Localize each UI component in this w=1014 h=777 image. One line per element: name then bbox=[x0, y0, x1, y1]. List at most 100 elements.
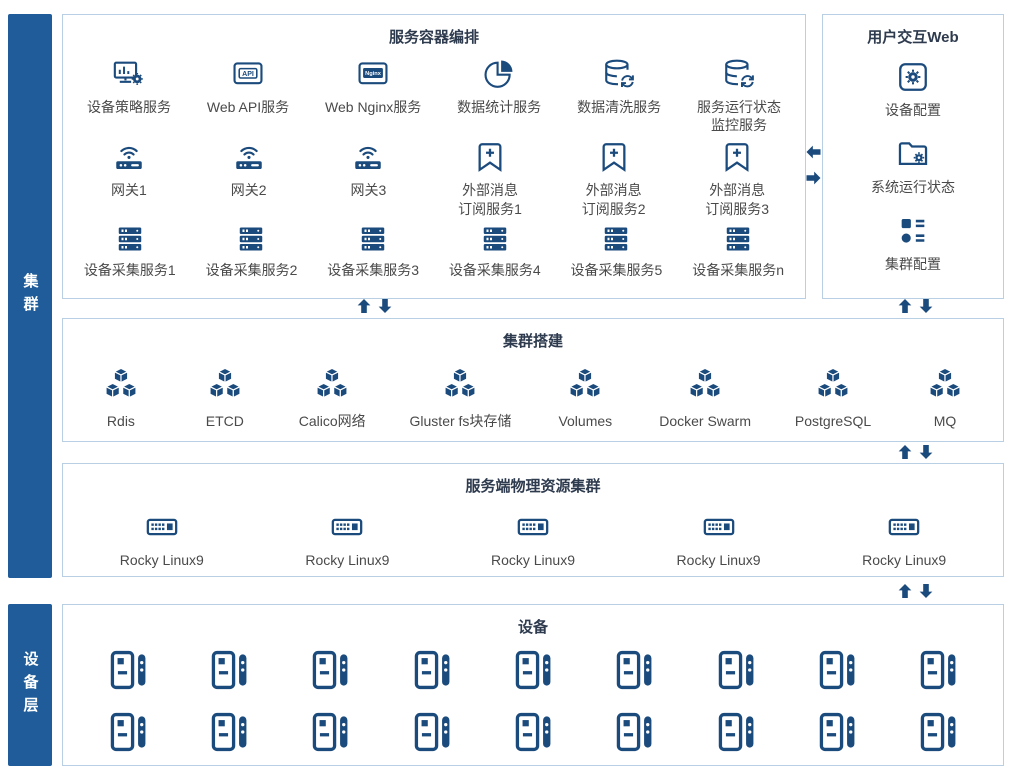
device-terminal-icon bbox=[612, 647, 656, 693]
setup-label: MQ bbox=[933, 413, 957, 429]
physical-cluster-box: 服务端物理资源集群 Rocky Linux9 Rocky Linux9 Rock… bbox=[62, 463, 1004, 577]
devices-row-1 bbox=[63, 641, 1003, 703]
keyboard-server-icon bbox=[141, 510, 183, 544]
web-item-cluster-config: 集群配置 bbox=[883, 214, 943, 273]
server-stack-icon bbox=[480, 224, 510, 254]
physical-node-5: Rocky Linux9 bbox=[862, 510, 946, 569]
keyboard-server-icon bbox=[698, 510, 740, 544]
devices-title: 设备 bbox=[517, 619, 548, 636]
user-web-title: 用户交互Web bbox=[867, 29, 959, 46]
service-item-data-stats: 数据统计服务 bbox=[457, 57, 541, 116]
service-label: 设备采集服务2 bbox=[205, 261, 298, 278]
service-item-device-policy: 设备策略服务 bbox=[87, 57, 171, 116]
service-label: 外部消息 订阅服务3 bbox=[705, 182, 770, 217]
arrows-web-setup bbox=[897, 297, 934, 315]
gateway-item-1: 网关1 bbox=[99, 140, 159, 199]
service-label: 数据统计服务 bbox=[457, 99, 542, 115]
physical-row: Rocky Linux9 Rocky Linux9 Rocky Linux9 R… bbox=[63, 500, 1003, 576]
gateway-item-2: 网关2 bbox=[219, 140, 279, 199]
setup-item-rdis: Rdis bbox=[91, 365, 151, 430]
server-stack-icon bbox=[358, 224, 388, 254]
setup-item-gluster: Gluster fs块存储 bbox=[410, 365, 511, 430]
cluster-setup-box: 集群搭建 Rdis ETCD Calico网络 Gluster fs块存储 bbox=[62, 318, 1004, 442]
arrow-up-icon bbox=[356, 297, 372, 315]
device-terminal-icon bbox=[815, 647, 859, 693]
cubes-icon bbox=[685, 365, 725, 405]
user-web-box: 用户交互Web 设备配置 系统运行状态 集群配置 bbox=[822, 14, 1004, 299]
cubes-icon bbox=[440, 365, 480, 405]
device-terminal-icon bbox=[916, 709, 960, 755]
setup-item-docker-swarm: Docker Swarm bbox=[659, 365, 751, 430]
web-item-label: 集群配置 bbox=[885, 255, 941, 272]
setup-label: Rdis bbox=[106, 413, 135, 429]
cluster-setup-row: Rdis ETCD Calico网络 Gluster fs块存储 Volumes bbox=[63, 355, 1003, 441]
device-terminal-icon bbox=[714, 709, 758, 755]
devices-row-2 bbox=[63, 703, 1003, 765]
cubes-icon bbox=[925, 365, 965, 405]
api-box-icon bbox=[231, 57, 265, 91]
devices-box: 设备 bbox=[62, 604, 1004, 766]
service-label: 设备采集服务n bbox=[692, 261, 784, 278]
service-label: 设备策略服务 bbox=[86, 99, 171, 115]
collect-item-2: 设备采集服务2 bbox=[205, 224, 298, 279]
arrow-up-icon bbox=[897, 443, 913, 461]
keyboard-server-icon bbox=[326, 510, 368, 544]
gateway-wifi-icon bbox=[232, 140, 266, 174]
cubes-icon bbox=[312, 365, 352, 405]
physical-node-label: Rocky Linux9 bbox=[119, 552, 204, 568]
pie-chart-icon bbox=[482, 57, 516, 91]
arrow-right-icon bbox=[806, 169, 822, 188]
arrow-down-icon bbox=[918, 443, 934, 461]
cluster-layer-bar: 集群 bbox=[8, 14, 52, 578]
server-stack-icon bbox=[236, 224, 266, 254]
arrow-down-icon bbox=[377, 297, 393, 315]
device-layer-label: 设备层 bbox=[21, 650, 39, 720]
service-label: 外部消息 订阅服务1 bbox=[458, 182, 522, 217]
folder-gear-icon bbox=[896, 137, 930, 171]
bookmark-plus-icon bbox=[720, 140, 754, 174]
service-item-web-nginx: Web Nginx服务 bbox=[325, 57, 421, 116]
service-label: 外部消息 订阅服务2 bbox=[581, 182, 646, 217]
physical-node-1: Rocky Linux9 bbox=[120, 510, 204, 569]
monitor-gear-icon bbox=[112, 57, 146, 91]
physical-node-label: Rocky Linux9 bbox=[676, 552, 761, 568]
setup-item-etcd: ETCD bbox=[195, 365, 255, 430]
collect-item-5: 设备采集服务5 bbox=[570, 224, 663, 279]
device-layer-bar: 设备层 bbox=[8, 604, 52, 766]
keyboard-server-icon bbox=[883, 510, 925, 544]
service-label: Web Nginx服务 bbox=[325, 99, 422, 115]
bookmark-plus-icon bbox=[473, 140, 507, 174]
service-item-status-monitor: 服务运行状态 监控服务 bbox=[697, 57, 781, 134]
web-item-label: 设备配置 bbox=[885, 101, 941, 118]
orchestration-box: 服务容器编排 设备策略服务 Web API服务 Web Nginx服务 数据统计… bbox=[62, 14, 806, 299]
cluster-setup-title: 集群搭建 bbox=[502, 333, 563, 350]
collect-item-4: 设备采集服务4 bbox=[449, 224, 541, 279]
collect-item-1: 设备采集服务1 bbox=[84, 224, 176, 279]
physical-node-label: Rocky Linux9 bbox=[490, 552, 575, 568]
setup-label: ETCD bbox=[205, 413, 244, 429]
device-terminal-icon bbox=[410, 709, 454, 755]
collect-item-n: 设备采集服务n bbox=[692, 224, 784, 279]
arrow-up-icon bbox=[897, 297, 913, 315]
server-stack-icon bbox=[115, 224, 145, 254]
subscribe-item-3: 外部消息 订阅服务3 bbox=[705, 140, 769, 217]
setup-label: PostgreSQL bbox=[794, 413, 872, 429]
orchestration-row-3: 设备采集服务1 设备采集服务2 设备采集服务3 设备采集服务4 设备采集服务5 bbox=[63, 218, 805, 298]
web-item-label: 系统运行状态 bbox=[871, 178, 955, 195]
setup-item-volumes: Volumes bbox=[555, 365, 615, 430]
arrow-down-icon bbox=[918, 582, 934, 600]
service-label: 设备采集服务5 bbox=[570, 261, 663, 278]
physical-node-3: Rocky Linux9 bbox=[491, 510, 575, 569]
setup-label: Volumes bbox=[558, 413, 613, 429]
device-terminal-icon bbox=[308, 647, 352, 693]
service-label: 设备采集服务4 bbox=[448, 261, 541, 278]
subscribe-item-2: 外部消息 订阅服务2 bbox=[582, 140, 646, 217]
gateway-wifi-icon bbox=[351, 140, 385, 174]
device-terminal-icon bbox=[612, 709, 656, 755]
cubes-icon bbox=[101, 365, 141, 405]
physical-node-2: Rocky Linux9 bbox=[305, 510, 389, 569]
device-terminal-icon bbox=[410, 647, 454, 693]
device-terminal-icon bbox=[511, 647, 555, 693]
orchestration-row-2: 网关1 网关2 网关3 外部消息 订阅服务1 外部消息 订阅服务2 bbox=[63, 134, 805, 217]
